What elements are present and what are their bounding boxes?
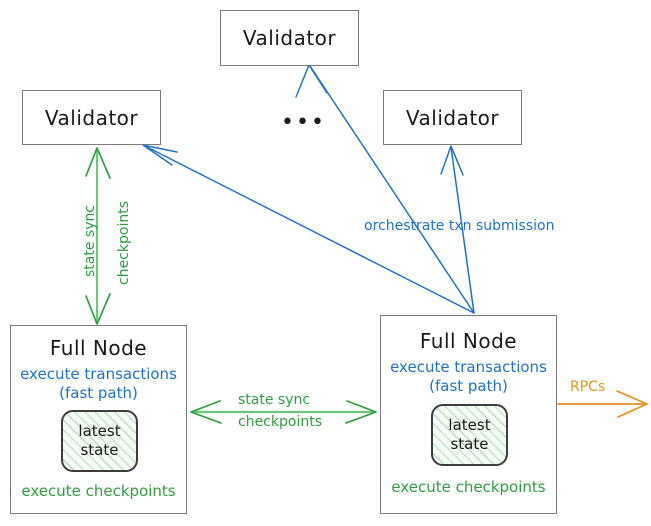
full-node-right-latest-state: latest state xyxy=(431,404,508,466)
validator-left[interactable]: Validator xyxy=(22,90,161,145)
full-node-left[interactable]: Full Node execute transactions (fast pat… xyxy=(10,325,187,514)
full-node-right-footer: execute checkpoints xyxy=(391,478,546,496)
full-node-right-latest-state-label: latest state xyxy=(448,416,490,454)
full-node-right-title: Full Node xyxy=(419,329,518,353)
edge-orchestrate-label: orchestrate txn submission xyxy=(364,218,555,234)
validator-right-label: Validator xyxy=(405,105,500,130)
edge-validator-fullnode-sync-label-line1: state sync xyxy=(82,204,98,277)
full-node-right-state-line2: state xyxy=(450,435,489,453)
edge-rpcs-arrow xyxy=(557,390,648,418)
full-node-left-state-line1: latest xyxy=(78,422,121,440)
full-node-left-state-line2: state xyxy=(80,441,119,459)
full-node-left-footer: execute checkpoints xyxy=(21,482,176,500)
edge-rpcs-label: RPCs xyxy=(570,379,606,395)
edge-validator-fullnode-sync-arrow xyxy=(85,147,111,325)
edge-orchestrate-arrows xyxy=(142,64,475,314)
validator-ellipsis: ••• xyxy=(281,110,326,135)
full-node-left-latest-state-label: latest state xyxy=(78,422,120,460)
full-node-left-title: Full Node xyxy=(49,336,148,360)
edge-fullnode-fullnode-sync-label-line1: state sync xyxy=(238,392,311,408)
validator-top[interactable]: Validator xyxy=(220,10,359,66)
full-node-right-subtitle-line1: execute transactions xyxy=(390,358,547,376)
full-node-left-latest-state: latest state xyxy=(61,410,138,472)
full-node-right-subtitle-line2: (fast path) xyxy=(429,377,508,395)
edge-fullnode-fullnode-sync-arrow xyxy=(190,400,377,424)
full-node-left-subtitle-line2: (fast path) xyxy=(59,384,138,402)
validator-right[interactable]: Validator xyxy=(383,90,522,145)
validator-top-label: Validator xyxy=(242,26,337,50)
validator-left-label: Validator xyxy=(44,105,139,130)
full-node-left-subtitle-line1: execute transactions xyxy=(20,365,177,383)
edge-validator-fullnode-sync-label-line2: checkpoints xyxy=(116,201,132,285)
edge-fullnode-fullnode-sync-label-line2: checkpoints xyxy=(238,414,322,430)
full-node-right-state-line1: latest xyxy=(448,416,491,434)
full-node-right[interactable]: Full Node execute transactions (fast pat… xyxy=(380,315,557,514)
